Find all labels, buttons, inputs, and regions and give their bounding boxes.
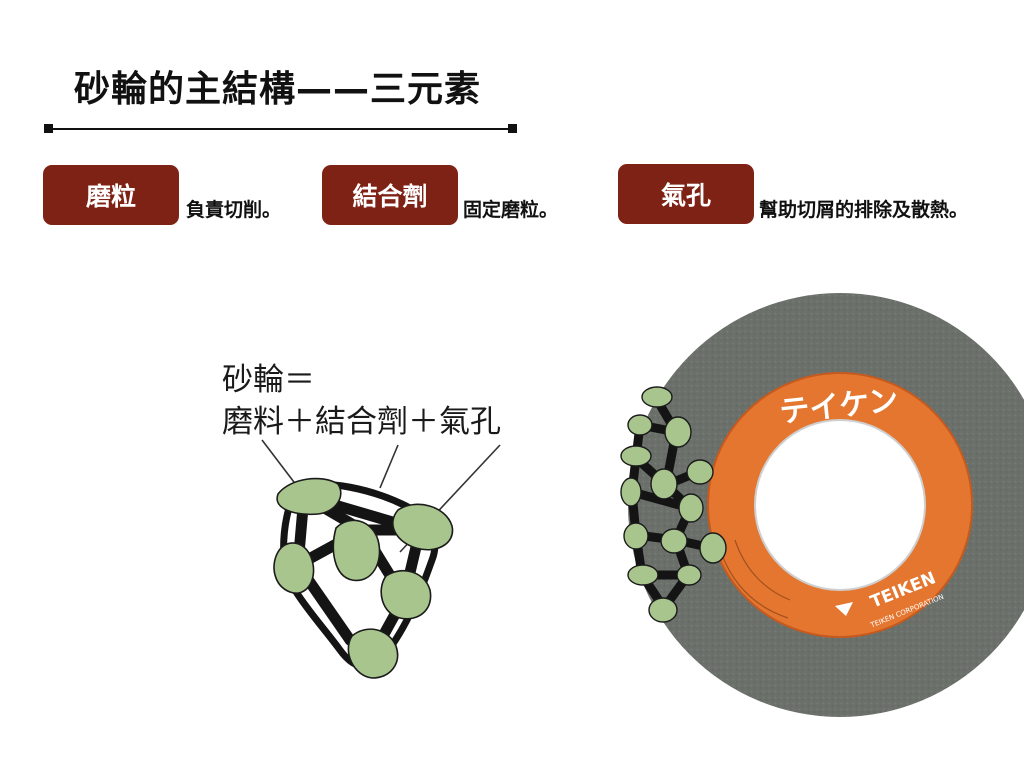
underline-left-endpoint (44, 124, 53, 133)
desc-bond: 固定磨粒。 (463, 199, 559, 221)
teiken-logo-icon (835, 602, 853, 616)
formula-line-2: 磨料＋結合劑＋氣孔 (222, 404, 501, 440)
bond-structure-cluster (273, 477, 454, 679)
wheel-small-print (721, 539, 791, 619)
underline-right-endpoint (508, 124, 517, 133)
abrasive-grains (273, 477, 454, 679)
desc-pore: 幫助切屑的排除及散熱。 (759, 199, 969, 221)
wheel-bore (754, 419, 926, 591)
badge-bond: 結合劑 (322, 165, 458, 225)
badge-pore: 氣孔 (618, 164, 754, 224)
formula-line-1: 砂輪＝ (222, 362, 315, 398)
title-underline (48, 128, 513, 130)
grinding-wheel (628, 293, 1024, 717)
badge-abrasive: 磨粒 (43, 165, 179, 225)
desc-abrasive: 負責切削。 (186, 199, 282, 221)
page-title: 砂輪的主結構——三元素 (74, 69, 482, 110)
wheel-rim-grains (620, 386, 727, 623)
